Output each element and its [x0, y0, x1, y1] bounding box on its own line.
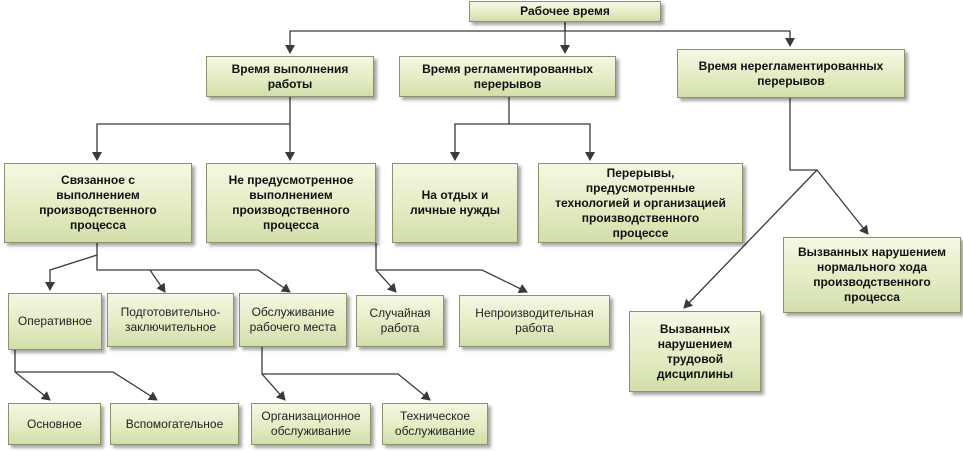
auxiliary-node: Вспомогательное: [110, 403, 239, 445]
connector-unforeseen-random: [375, 243, 397, 293]
root-node: Рабочее время: [469, 1, 661, 22]
main-node: Основное: [8, 403, 101, 445]
related-process-node: Связанное с выполнением производственног…: [4, 163, 192, 243]
connector-root-work: [285, 21, 566, 54]
operative-node: Оперативное: [8, 293, 102, 350]
org-service-node: Организационное обслуживание: [251, 403, 371, 445]
violation-process-node: Вызванных нарушением нормального хода пр…: [783, 237, 961, 313]
unregulated-breaks-node: Время нерегламентированных перерывов: [677, 49, 905, 98]
unproductive-node: Непроизводительная работа: [459, 295, 610, 347]
connector-operative-main: [14, 350, 51, 401]
connector-root-unregulated: [565, 30, 795, 47]
connector-workplace-tech: [262, 373, 431, 401]
connector-related-operative: [45, 243, 98, 291]
connector-regulated-rest: [450, 97, 510, 161]
connector-related-prep: [96, 255, 166, 293]
connector-regulated-tech: [509, 123, 595, 161]
rest-needs-node: На отдых и личные нужды: [392, 163, 518, 243]
tech-service-node: Техническое обслуживание: [382, 403, 488, 445]
tech-breaks-node: Перерывы, предусмотренные технологией и …: [538, 163, 743, 243]
random-work-node: Случайная работа: [356, 295, 444, 347]
regulated-breaks-node: Время регламентированных перерывов: [399, 56, 616, 97]
connector-related-workplace: [150, 269, 291, 293]
violation-discipline-node: Вызванных нарушением трудовой дисциплины: [629, 311, 761, 392]
unforeseen-node: Не предусмотренное выполнением производс…: [206, 163, 376, 243]
work-time-node: Время выполнения работы: [206, 56, 374, 97]
connector-unregulated-process: [789, 98, 869, 235]
connector-work-related: [92, 97, 291, 161]
connector-unforeseen-unproductive: [376, 269, 528, 293]
prep-final-node: Подготовительно- заключительное: [107, 293, 234, 347]
workplace-service-node: Обслуживание рабочего места: [239, 293, 347, 347]
connector-operative-aux: [15, 371, 158, 401]
connector-unregulated-discipline: [683, 169, 818, 309]
